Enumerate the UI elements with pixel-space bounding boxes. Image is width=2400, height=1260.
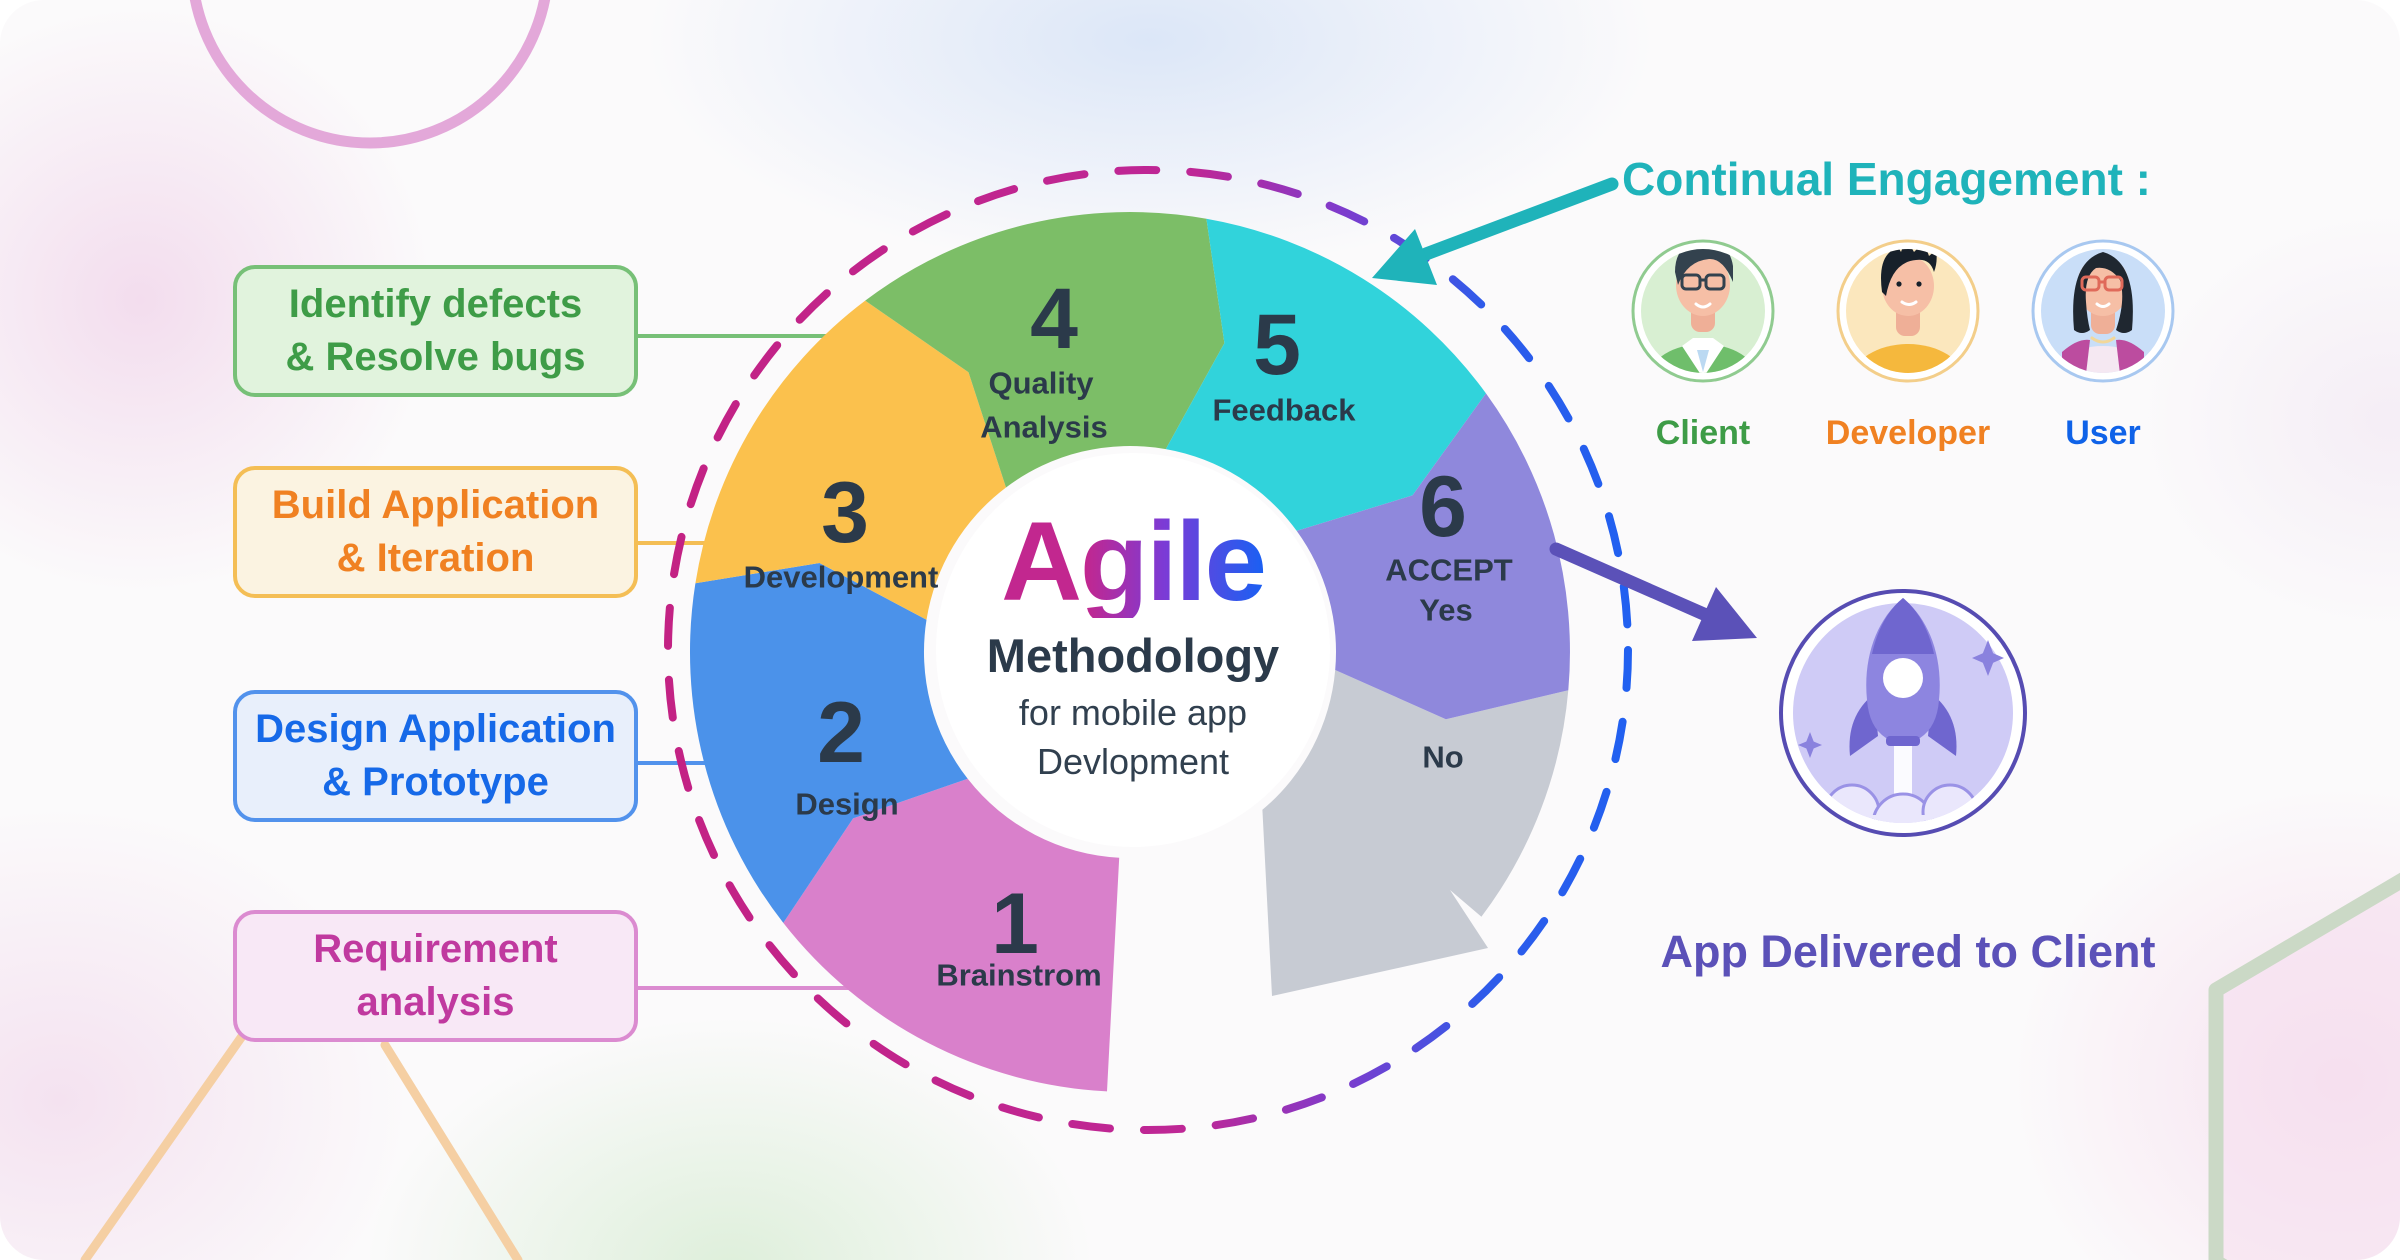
wheel-label-quality-analysis-1: Analysis xyxy=(980,410,1108,445)
callout-line: Identify defects xyxy=(288,282,583,327)
callout-build-application: Build Application & Iteration xyxy=(233,466,638,598)
wheel-number-accept: 6 xyxy=(1419,459,1467,555)
wheel-segment-development xyxy=(695,300,1006,620)
wheel-no-arrow xyxy=(1262,670,1569,996)
wheel-segment-accept xyxy=(1296,393,1570,720)
avatar-client xyxy=(1631,239,1775,383)
wheel-segment-quality-analysis xyxy=(865,212,1225,488)
wheel-label-accept-0: ACCEPT xyxy=(1385,553,1513,588)
wheel-number-quality-analysis: 4 xyxy=(1030,271,1078,367)
tagline-line1: for mobile app xyxy=(1018,692,1248,733)
app-delivered-label: App Delivered to Client xyxy=(1660,926,2156,977)
wheel-label-no: No xyxy=(1422,740,1463,775)
callout-line: Build Application xyxy=(271,483,600,528)
callout-line: Design Application xyxy=(255,707,616,752)
wheel-label-quality-analysis-0: Quality xyxy=(988,366,1094,401)
avatar-label-developer: Developer xyxy=(1825,414,1991,452)
wheel-number-development: 3 xyxy=(821,465,869,561)
tagline-line2: Devlopment xyxy=(1036,740,1230,782)
callout-design-application: Design Application & Prototype xyxy=(233,690,638,822)
avatar-label-client: Client xyxy=(1655,414,1751,452)
rocket-icon xyxy=(1779,589,2027,837)
callout-line: & Prototype xyxy=(322,760,549,804)
avatar-user xyxy=(2031,239,2175,383)
avatar-label-user: User xyxy=(2065,414,2141,452)
wheel-label-development-0: Development xyxy=(744,560,939,595)
decorative-circle-outline xyxy=(189,0,551,149)
callout-requirement-analysis: Requirement analysis xyxy=(233,910,638,1042)
methodology-subtitle: Methodology xyxy=(986,629,1280,682)
agile-title: Agile xyxy=(933,506,1333,618)
wheel-segment-design xyxy=(689,563,968,923)
callout-line: & Resolve bugs xyxy=(285,335,586,379)
wheel-center-text: Agile Methodology for mobile app Devlopm… xyxy=(933,506,1333,786)
wheel-number-feedback: 5 xyxy=(1253,297,1301,393)
wheel-segment-brainstrom xyxy=(783,778,1120,1092)
continual-engagement-title: Continual Engagement : xyxy=(1622,153,2151,205)
continual-engagement-arrow xyxy=(1372,177,1619,285)
callout-line: Requirement xyxy=(313,927,558,972)
wheel-segment-feedback xyxy=(1165,218,1486,531)
wheel-number-design: 2 xyxy=(817,685,865,781)
callout-identify-defects: Identify defects & Resolve bugs xyxy=(233,265,638,397)
wheel-label-design-0: Design xyxy=(795,787,898,822)
wheel-number-brainstrom: 1 xyxy=(991,876,1039,972)
wheel-label-accept-1: Yes xyxy=(1419,593,1472,628)
callout-line: & Iteration xyxy=(336,536,535,580)
wheel-label-feedback-0: Feedback xyxy=(1212,393,1356,428)
decorative-line-right xyxy=(380,1040,523,1260)
callout-line: analysis xyxy=(356,980,515,1024)
decorative-line-left xyxy=(80,1027,250,1260)
wheel-center-hub xyxy=(936,453,1330,847)
dashed-cycle-ring xyxy=(664,166,1632,1134)
wheel-label-brainstrom-0: Brainstrom xyxy=(936,958,1101,993)
delivery-arrow xyxy=(1549,542,1757,641)
avatar-developer xyxy=(1836,239,1980,383)
decorative-hexagon xyxy=(2208,872,2400,1260)
